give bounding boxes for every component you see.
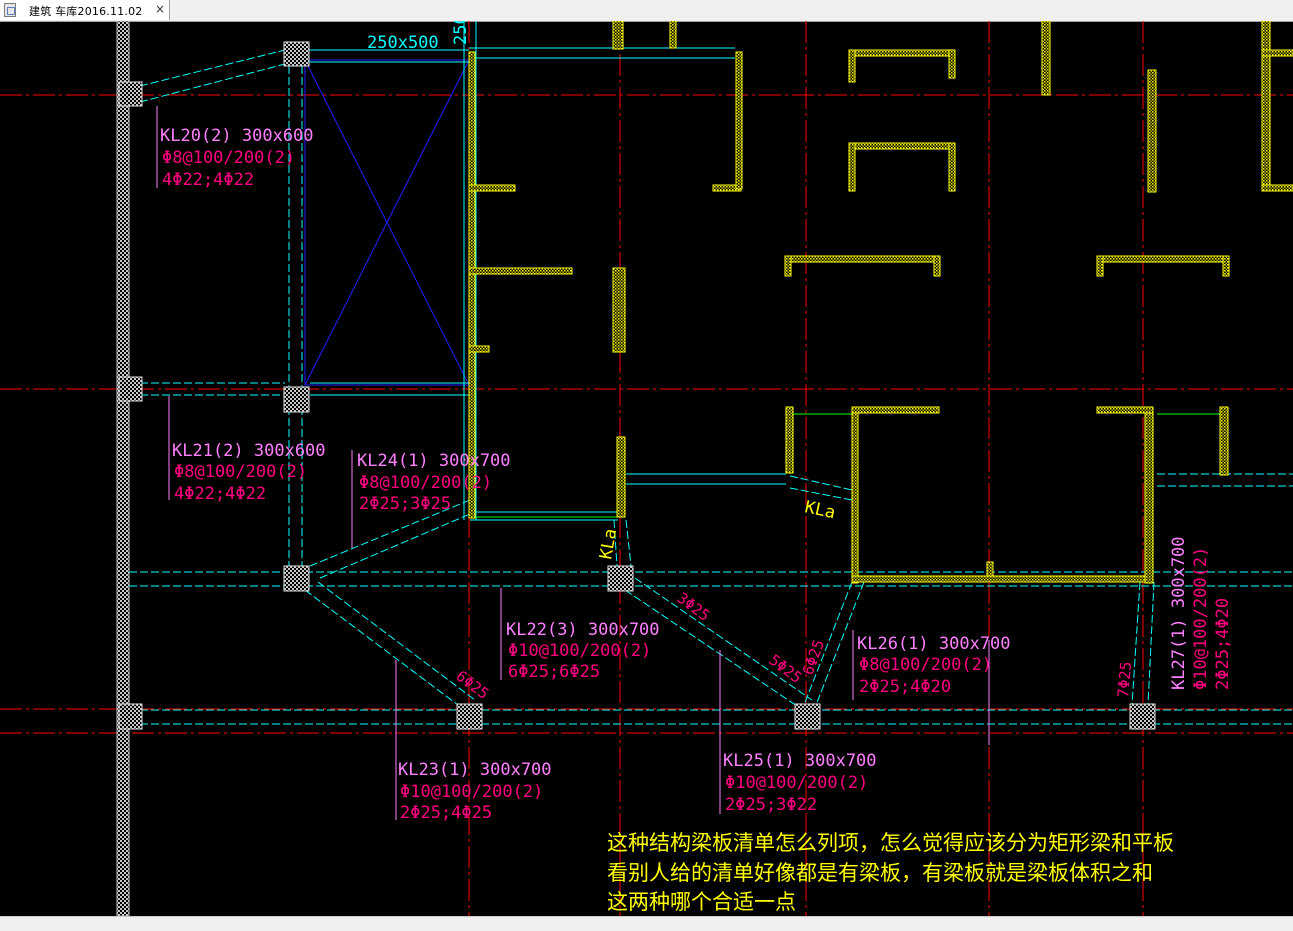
- kl21-rebar: 4Φ22;4Φ22: [174, 484, 266, 504]
- kl24-name: KL24(1) 300x700: [357, 451, 511, 471]
- document-tab-label: 建筑 车库2016.11.02: [29, 5, 143, 18]
- kl25-name: KL25(1) 300x700: [723, 751, 877, 771]
- kl26-rebar: 2Φ25;4Φ20: [859, 677, 951, 697]
- question-note-line-1: 这种结构梁板清单怎么列项，怎么觉得应该分为矩形梁和平板: [607, 831, 1174, 855]
- rebar-label-kl26: 6Φ25: [799, 637, 828, 677]
- question-note-line-2: 看别人给的清单好像都是有梁板，有梁板就是梁板体积之和: [607, 861, 1153, 885]
- walls: [468, 21, 1293, 584]
- kl20-stirrup: Φ8@100/200(2): [162, 148, 295, 168]
- kl27-rebar: 2Φ25;4Φ20: [1213, 598, 1233, 690]
- kla-label-left: KLa: [596, 527, 621, 561]
- cad-drawing-canvas[interactable]: 250x500 250 KL20(2) 300x600 Φ8@100/200(2…: [0, 21, 1293, 916]
- kl24-rebar: 2Φ25;3Φ25: [359, 494, 451, 514]
- boundary-wall: [116, 21, 130, 916]
- kl20-rebar: 4Φ22;4Φ22: [162, 170, 254, 190]
- kl26-stirrup: Φ8@100/200(2): [859, 655, 992, 675]
- kl23-rebar: 2Φ25;4Φ25: [400, 803, 492, 823]
- rebar-label-kl27: 7Φ25: [1114, 661, 1135, 699]
- top-beam-side: 250: [451, 21, 471, 45]
- kl25-stirrup: Φ10@100/200(2): [725, 773, 868, 793]
- kl21-stirrup: Φ8@100/200(2): [174, 462, 307, 482]
- beam-annotations: 250x500 250 KL20(2) 300x600 Φ8@100/200(2…: [160, 21, 1233, 823]
- kl23-stirrup: Φ10@100/200(2): [400, 782, 543, 802]
- kl20-name: KL20(2) 300x600: [160, 126, 314, 146]
- kl26-name: KL26(1) 300x700: [857, 634, 1011, 654]
- slab-opening: [304, 59, 470, 386]
- close-icon[interactable]: ×: [155, 2, 166, 16]
- document-tab-bar: 建筑 车库2016.11.02 ×: [0, 0, 1293, 22]
- kl22-name: KL22(3) 300x700: [506, 620, 660, 640]
- columns: [118, 41, 1156, 730]
- kl22-stirrup: Φ10@100/200(2): [508, 641, 651, 661]
- kl27-name: KL27(1) 300x700: [1169, 536, 1189, 690]
- top-beam-size: 250x500: [367, 33, 439, 53]
- kla-label-right: KLa: [803, 497, 837, 523]
- question-note-line-3: 这两种哪个合适一点: [607, 890, 796, 914]
- document-tab[interactable]: 建筑 车库2016.11.02 ×: [0, 0, 170, 20]
- kl24-stirrup: Φ8@100/200(2): [359, 473, 492, 493]
- drawing-file-icon: [4, 3, 16, 17]
- rebar-label-kl22: 3Φ25: [674, 589, 714, 625]
- kl21-name: KL21(2) 300x600: [172, 441, 326, 461]
- kl27-stirrup: Φ10@100/200(2): [1191, 547, 1211, 690]
- status-bar: [0, 916, 1293, 931]
- kl23-name: KL23(1) 300x700: [398, 760, 552, 780]
- kl25-rebar: 2Φ25;3Φ22: [725, 795, 817, 815]
- kl22-rebar: 6Φ25;6Φ25: [508, 662, 600, 682]
- leader-lines: [156, 106, 990, 820]
